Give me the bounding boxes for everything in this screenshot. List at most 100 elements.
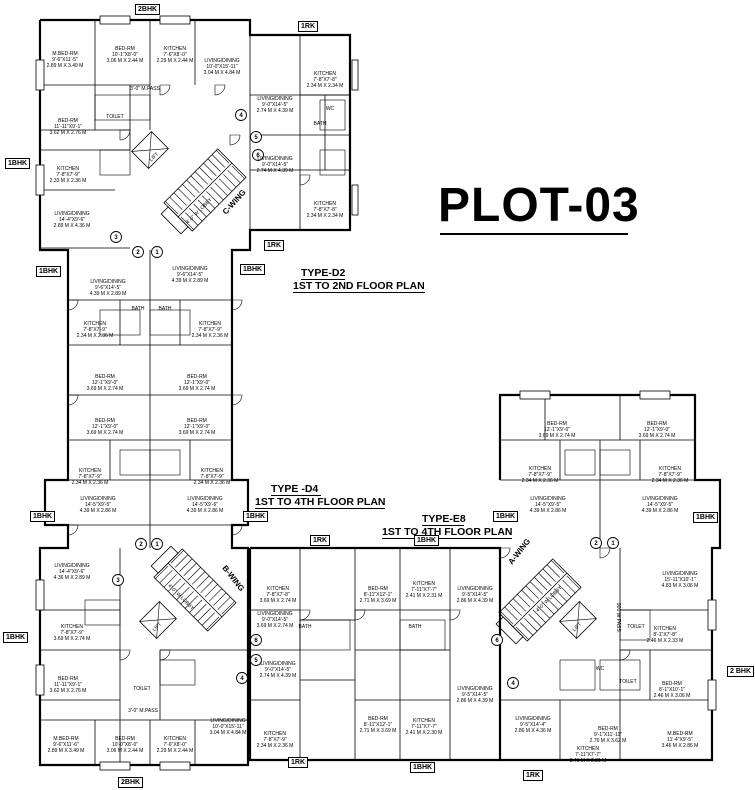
room-size-imperial: 12'-1"X9'-0": [184, 424, 210, 430]
heading-type-e8-floors: 1ST TO 4TH FLOOR PLAN: [382, 526, 513, 539]
room-size-imperial: 7'-8"X7'-8": [313, 77, 336, 83]
lift-cross: [156, 601, 160, 639]
stair-tread: [528, 613, 542, 628]
stair-tread: [155, 565, 169, 579]
room-size-imperial: 9'-0"X14'-5": [265, 667, 291, 673]
stair-tread: [524, 618, 538, 632]
room-size-imperial: 9'-6"X11'-6": [53, 742, 79, 748]
staircase: [160, 148, 247, 235]
room-size-metric: 3.69 M X 2.74 M: [87, 386, 124, 392]
column-circle: [235, 109, 247, 121]
stair-tread: [159, 569, 173, 584]
column-circle: [151, 538, 163, 550]
stair-tread: [211, 154, 226, 168]
stair-tread: [218, 178, 233, 192]
room-size-imperial: 9'-6"X14'-5": [177, 272, 203, 278]
room-size-metric: 3.62 M X 2.76 M: [50, 130, 87, 136]
stair-tread: [194, 171, 209, 185]
column-circle: [236, 672, 248, 684]
room-name: KITCHEN: [264, 731, 286, 737]
room-name: BED-RM: [115, 736, 135, 742]
column-number: 5: [254, 658, 258, 664]
door-swing: [229, 134, 241, 146]
outer-wall: [38, 18, 352, 767]
room-name: LIVING/DINING: [260, 661, 295, 667]
stair-tread: [542, 568, 556, 582]
room-size-metric: 2.46 M X 2.33 M: [647, 638, 684, 644]
room-size-imperial: 7'-8"X7'-8": [313, 207, 336, 213]
stair-tread: [179, 558, 193, 572]
room-size-metric: 2.46 M X 3.06 M: [654, 693, 691, 699]
wet-area: [159, 659, 196, 686]
column-circle: [151, 246, 163, 258]
stair-tread: [189, 208, 203, 222]
stair-tread: [172, 582, 186, 596]
stair-tread: [163, 574, 177, 588]
small-label: 4'-0" W LOBBY: [185, 197, 214, 226]
stair-tread: [534, 577, 548, 591]
column-circle: [590, 537, 602, 549]
room-label: BED-RM8'-11"X12'-1"2.71 M X 3.69 M: [360, 716, 397, 734]
lift-shaft: [160, 206, 189, 235]
unit-tag: 1RK: [264, 240, 285, 251]
small-label: BATH: [314, 121, 327, 127]
stair-tread: [208, 588, 223, 602]
stair-tread: [180, 591, 194, 605]
column-circle: [507, 677, 519, 689]
small-label: 3'-0" M.PASS: [128, 708, 159, 714]
stair-tread: [562, 579, 576, 594]
room-size-imperial: 7'-8"X7'-9": [200, 474, 223, 480]
stair-tread: [545, 596, 559, 611]
wet-area: [119, 449, 151, 476]
lift-shaft: [150, 545, 179, 574]
room-size-imperial: 7'-8"X7'-9": [528, 472, 551, 478]
stair-tread: [558, 584, 572, 598]
column-circle: [132, 246, 144, 258]
room-size-metric: 2.89 M X 4.36 M: [54, 223, 91, 229]
lift-box: [131, 131, 169, 169]
column-number: 3: [114, 235, 118, 241]
room-size-imperial: 7'-8"X7'-9": [78, 474, 101, 480]
wet-area: [94, 94, 151, 121]
room-size-metric: 4.36 M X 2.89 M: [54, 575, 91, 581]
room-size-imperial: 12'-1"X9'-0": [544, 427, 570, 433]
wet-area: [84, 599, 121, 626]
room-name: KITCHEN: [413, 718, 435, 724]
window: [99, 15, 131, 25]
lift-cross: [576, 601, 580, 639]
stair-tread: [189, 599, 203, 613]
stair-tread: [204, 584, 218, 598]
heading-type-d4: TYPE -D4 1ST TO 4TH FLOOR PLAN: [255, 483, 386, 509]
stair-tread: [187, 567, 201, 581]
stair-tread: [169, 196, 183, 211]
wet-area: [99, 149, 131, 176]
column-circle: [112, 574, 124, 586]
wet-area: [559, 659, 596, 691]
room-size-metric: 2.34 M X 2.34 M: [307, 213, 344, 219]
lift-box: [139, 601, 177, 639]
stair-tread: [227, 169, 241, 184]
column-circle: [252, 149, 264, 161]
staircase: [150, 545, 237, 632]
small-label: 3'-0" M.PASS: [130, 86, 161, 92]
room-name: LIVING/DINING: [172, 266, 207, 272]
room-size-imperial: 14'-5"X9'-6": [192, 502, 218, 508]
room-size-metric: 2.74 M X 4.39 M: [260, 673, 297, 679]
unit-tag: 1BHK: [30, 511, 56, 522]
unit-tag: 1BHK: [240, 264, 266, 275]
room-name: KITCHEN: [577, 746, 599, 752]
stair-tread: [180, 216, 194, 230]
